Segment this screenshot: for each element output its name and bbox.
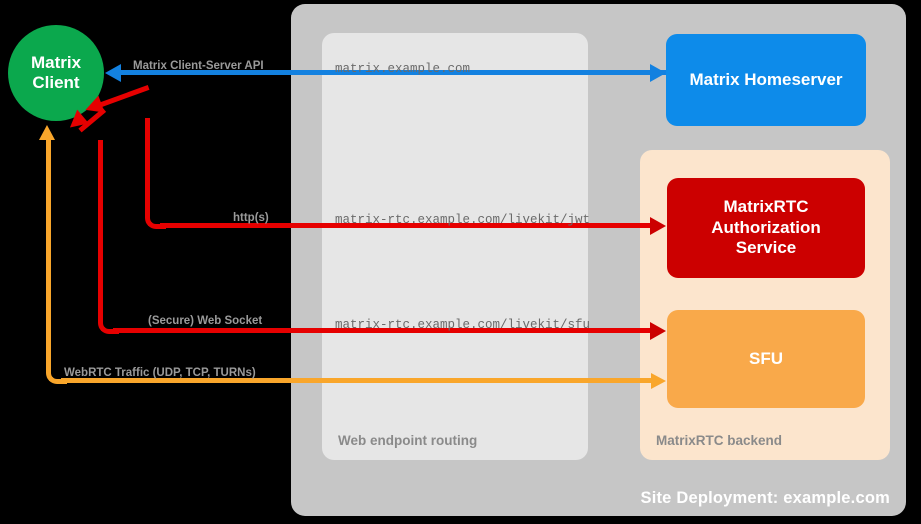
auth-service-label-line3: Service (735, 238, 797, 258)
connector-jwt-http-riser (145, 120, 150, 210)
connector-websocket-label: (Secure) Web Socket (148, 315, 263, 327)
endpoint-matrix-example-com: matrix.example.com (335, 62, 471, 76)
auth-service-label-line1: MatrixRTC (723, 197, 809, 217)
connector-jwt-http-corner (145, 208, 166, 229)
connector-jwt-http-label: http(s) (233, 212, 269, 224)
connector-webrtc-arrowhead (651, 372, 666, 389)
site-deployment-label: Site Deployment: example.com (640, 489, 890, 507)
web-endpoint-routing-panel: Web endpoint routing (322, 33, 588, 460)
connector-jwt-http-diagonal (95, 84, 150, 109)
connector-jwt-http-riser-cap (145, 118, 150, 122)
endpoint-livekit-sfu: matrix-rtc.example.com/livekit/sfu (335, 318, 591, 332)
sfu-label: SFU (749, 348, 783, 368)
connector-webrtc-line (61, 378, 655, 383)
sfu-node[interactable]: SFU (667, 310, 865, 408)
connector-webrtc-label: WebRTC Traffic (UDP, TCP, TURNs) (64, 367, 256, 379)
connector-websocket-corner (98, 313, 119, 334)
connector-client-server-api-arrowhead-right (650, 63, 666, 82)
web-endpoint-routing-label: Web endpoint routing (338, 433, 478, 448)
connector-client-server-api-label: Matrix Client-Server API (133, 60, 264, 72)
matrix-client-label-line1: Matrix (30, 52, 82, 72)
matrix-homeserver-label: Matrix Homeserver (689, 69, 843, 89)
connector-webrtc-riser (46, 140, 51, 365)
connector-client-server-api-line (121, 70, 666, 75)
connector-jwt-http-arrowhead (650, 216, 666, 235)
connector-client-server-api-arrowhead-left (105, 63, 121, 82)
matrix-homeserver-node[interactable]: Matrix Homeserver (666, 34, 866, 126)
connector-websocket-riser (98, 140, 103, 315)
connector-websocket-line (113, 328, 654, 333)
matrix-client-label-line2: Client (32, 73, 80, 92)
connector-websocket-arrowhead (650, 321, 666, 340)
matrix-client-node[interactable]: Matrix Client (8, 25, 104, 121)
matrixrtc-backend-label: MatrixRTC backend (656, 433, 783, 448)
endpoint-livekit-jwt: matrix-rtc.example.com/livekit/jwt (335, 213, 591, 227)
auth-service-label-line2: Authorization (711, 217, 821, 237)
connector-webrtc-corner (46, 363, 67, 384)
connector-webrtc-client-arrowhead (38, 125, 55, 140)
matrixrtc-authorization-service-node[interactable]: MatrixRTC Authorization Service (667, 178, 865, 278)
connector-jwt-http-line (160, 223, 654, 228)
